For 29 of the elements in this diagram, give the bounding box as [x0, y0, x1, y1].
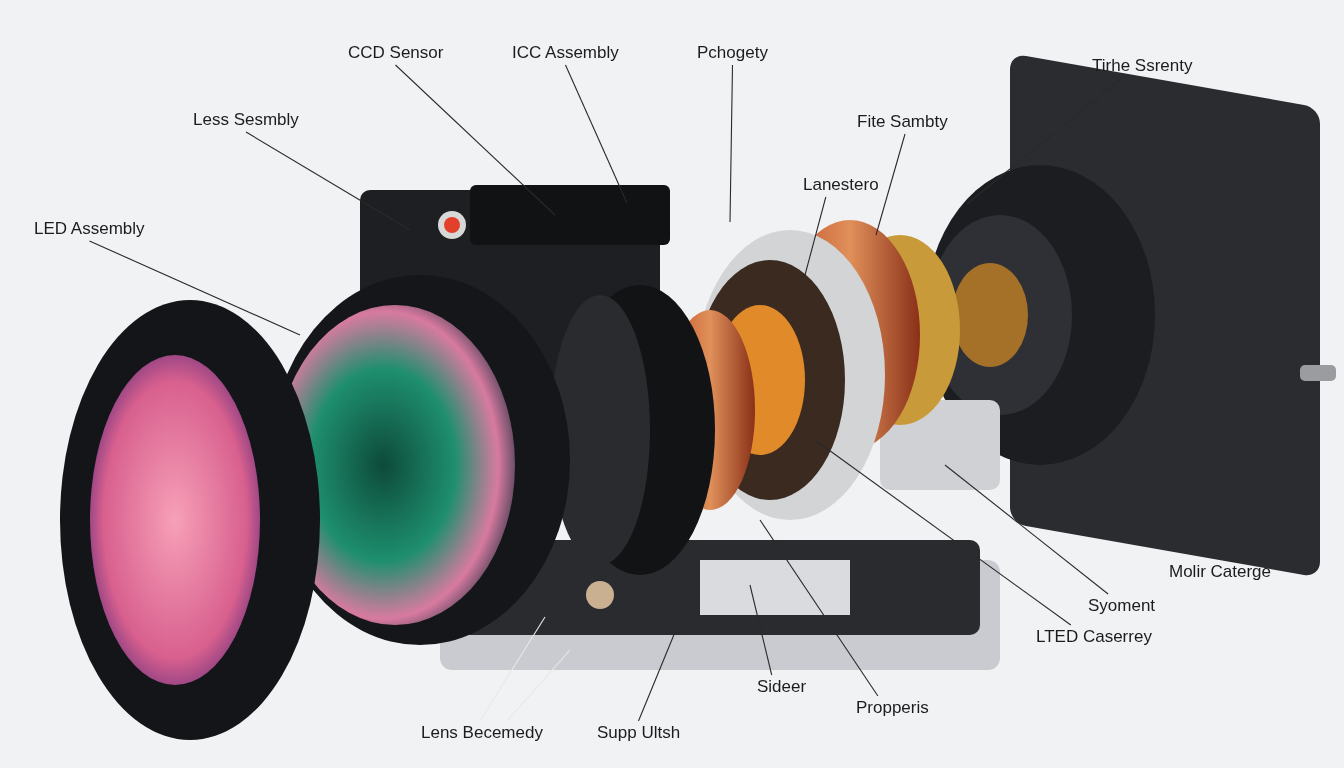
leader-line [88, 240, 301, 336]
part-label: Fite Sambty [857, 112, 948, 132]
part-label: ICC Assembly [512, 43, 619, 63]
part-label: LTED Caserrey [1036, 627, 1152, 647]
leader-line [506, 649, 571, 722]
part-label: Less Sesmbly [193, 110, 299, 130]
leader-line [479, 616, 546, 722]
part-label: Lanestero [803, 175, 879, 195]
leader-line [749, 584, 773, 676]
part-label: Molir Caterge [1169, 562, 1272, 582]
leader-line [944, 464, 1109, 595]
leader-line [875, 133, 906, 236]
part-label: Lens Becemedy [421, 723, 543, 743]
leader-line [394, 64, 556, 216]
part-label: Syoment [1088, 596, 1156, 616]
leader-line [804, 196, 827, 276]
leader-line [245, 131, 411, 231]
leader-line [759, 519, 879, 697]
part-label: Pchogety [697, 43, 768, 63]
part-label: Tirhe Ssrenty [1092, 56, 1193, 76]
leader-line [564, 64, 628, 204]
part-label: Supp Ultsh [597, 723, 681, 743]
part-label: CCD Sensor [348, 43, 444, 63]
leader-line [814, 439, 1072, 626]
leader-line [729, 64, 734, 223]
part-label: LED Assembly [34, 219, 145, 239]
part-label: Propperis [856, 698, 929, 718]
part-label: Sideer [757, 677, 807, 697]
leader-line [966, 77, 1123, 205]
